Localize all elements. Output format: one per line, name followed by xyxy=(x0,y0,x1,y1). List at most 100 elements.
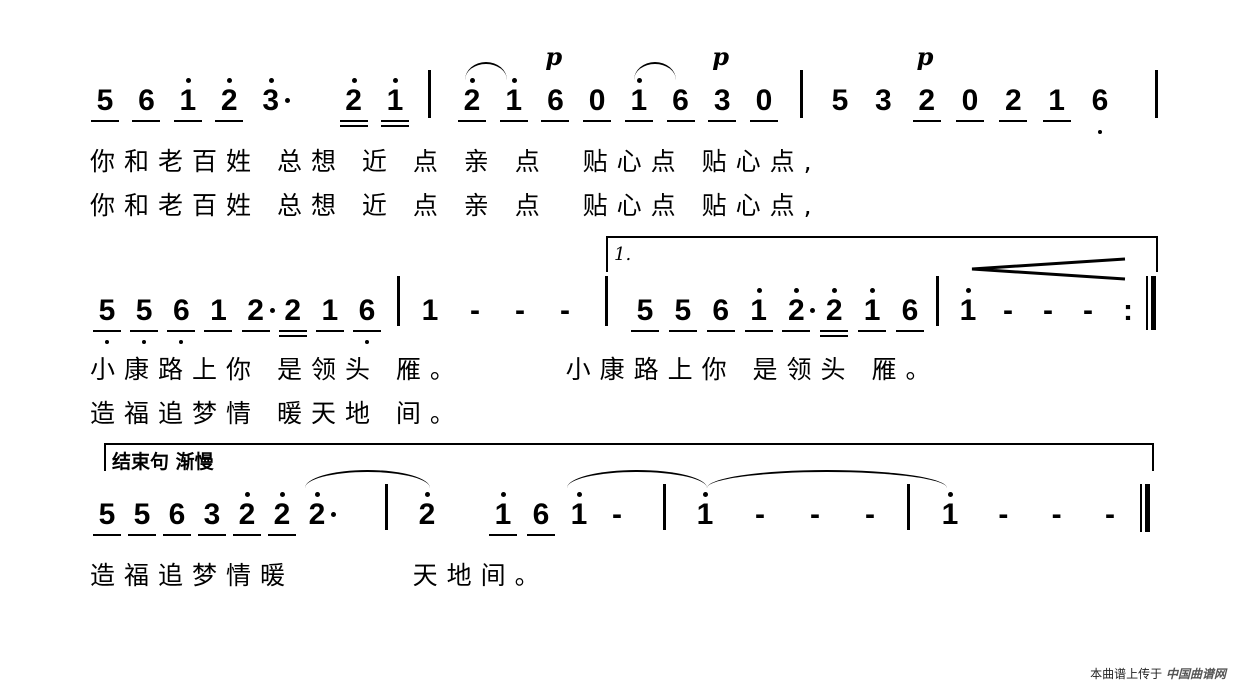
barline xyxy=(800,70,803,118)
high-octave-dot xyxy=(832,288,838,293)
note: 5 xyxy=(130,294,159,344)
note: 5 xyxy=(93,294,121,344)
barline xyxy=(397,276,400,326)
barline xyxy=(1155,70,1158,118)
slur xyxy=(634,62,676,80)
final-barline xyxy=(1140,484,1142,532)
underline xyxy=(1042,120,1071,122)
note: 1 xyxy=(489,492,517,536)
underline xyxy=(163,534,191,536)
note: 6 xyxy=(132,84,161,122)
underline xyxy=(278,330,307,332)
note: 1 xyxy=(499,78,528,122)
low-octave-dot xyxy=(105,340,109,344)
dash-extension: - xyxy=(810,498,820,531)
repeat-dots: : xyxy=(1123,294,1133,327)
high-octave-dot xyxy=(315,492,320,497)
underline xyxy=(130,330,159,332)
double-underline xyxy=(820,335,849,337)
note: 1 xyxy=(421,294,439,327)
high-octave-dot xyxy=(268,78,274,83)
underline xyxy=(583,120,612,122)
dash-extension: - xyxy=(998,498,1009,531)
barline xyxy=(663,484,666,530)
note: 5 xyxy=(91,84,119,122)
note: 5 xyxy=(93,498,121,536)
low-octave-dot xyxy=(142,340,147,344)
underline xyxy=(955,120,984,122)
slur xyxy=(707,470,947,488)
lyric-line: 小康路上你 是领头 雁。 小康路上你 是领头 雁。 xyxy=(90,355,940,384)
underline xyxy=(499,120,528,122)
note: 6 xyxy=(163,498,191,536)
note: 5 xyxy=(631,294,659,332)
underline xyxy=(999,120,1028,122)
note: 1 xyxy=(204,294,233,332)
high-octave-dot xyxy=(185,78,191,83)
underline xyxy=(91,120,119,122)
note: 2 xyxy=(782,288,816,332)
note: 1 xyxy=(858,288,887,332)
note: 6 xyxy=(527,498,555,536)
underline xyxy=(527,534,555,536)
note: 3 xyxy=(874,84,892,117)
high-octave-dot xyxy=(280,492,285,497)
underline xyxy=(241,330,270,332)
dash-extension: - xyxy=(755,498,765,531)
note: 0 xyxy=(955,84,984,122)
note: 2 xyxy=(241,294,275,332)
underline xyxy=(339,120,368,122)
measure: 1---: xyxy=(958,288,1138,328)
lyric-line: 你和老百姓 总想 近 点 亲 点 贴心点 贴心点, xyxy=(90,147,821,176)
credit-text: 本曲谱上传于 xyxy=(1090,667,1163,681)
volta-bracket xyxy=(606,236,1158,272)
dynamic-marking: p xyxy=(545,42,563,71)
underline xyxy=(541,120,570,122)
high-octave-dot xyxy=(636,78,642,83)
underline xyxy=(315,330,344,332)
note: 2 xyxy=(278,294,307,337)
note: 2 xyxy=(339,78,368,127)
underline xyxy=(352,330,381,332)
underline xyxy=(631,330,659,332)
note: 6 xyxy=(706,294,735,332)
note: 1 xyxy=(380,78,409,127)
high-octave-dot xyxy=(948,492,953,497)
high-octave-dot xyxy=(392,78,398,83)
note: 2 xyxy=(999,84,1028,122)
underline xyxy=(858,330,887,332)
high-octave-dot xyxy=(501,492,506,497)
note: 1 xyxy=(624,78,653,122)
underline xyxy=(820,330,849,332)
site-logo[interactable]: 中国曲谱网 xyxy=(1165,667,1226,681)
volta-label: 1. xyxy=(614,244,632,265)
note: 6 xyxy=(167,294,196,344)
note: 1 xyxy=(744,288,773,332)
note: 6 xyxy=(895,294,924,332)
underline xyxy=(782,330,811,332)
lyric-line: 造福追梦情暖 天地间。 xyxy=(90,561,549,590)
augmentation-dot xyxy=(331,512,336,517)
barline xyxy=(936,276,939,326)
dash-extension: - xyxy=(1043,294,1053,327)
underline xyxy=(380,120,409,122)
underline xyxy=(198,534,226,536)
dash-extension: - xyxy=(1003,294,1013,327)
note: 2 xyxy=(458,78,486,122)
high-octave-dot xyxy=(794,288,800,293)
underline xyxy=(167,330,196,332)
lyric-line: 你和老百姓 总想 近 点 亲 点 贴心点 贴心点, xyxy=(90,191,821,220)
note: 1 xyxy=(315,294,344,332)
barline xyxy=(605,276,608,326)
measure: 1--- xyxy=(940,492,1120,532)
dash-extension: - xyxy=(515,294,525,327)
high-octave-dot xyxy=(756,288,762,293)
high-octave-dot xyxy=(425,492,430,497)
crescendo-hairpin xyxy=(971,257,1126,281)
underline xyxy=(132,120,161,122)
barline xyxy=(907,484,910,530)
high-octave-dot xyxy=(245,492,250,497)
